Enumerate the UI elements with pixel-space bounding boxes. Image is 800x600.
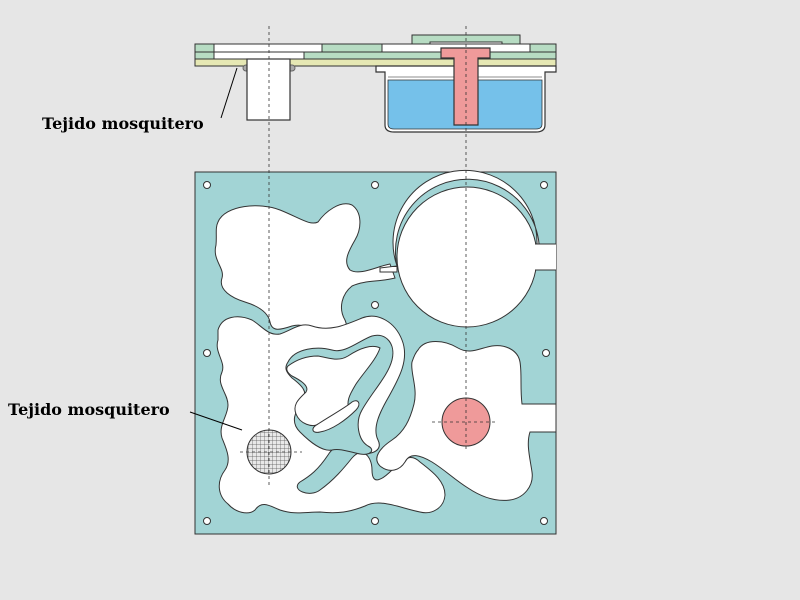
top-layer-gap-1 [213, 43, 323, 53]
screw-hole [371, 301, 379, 309]
mesh-top-label: Tejido mosquitero [42, 114, 204, 133]
mesh-bottom-pointer [189, 411, 243, 431]
middle-layer-gap [213, 51, 305, 60]
screw-hole [203, 517, 211, 525]
screw-hole [540, 181, 548, 189]
screw-hole [371, 517, 379, 525]
mesh-tube [246, 58, 291, 121]
mesh-top-pointer [220, 67, 238, 119]
island-channel-arm [312, 400, 360, 433]
top-view: Tejido mosquitero [8, 169, 557, 535]
mesh-bottom-label: Tejido mosquitero [8, 400, 170, 419]
alignment-lines [268, 26, 467, 485]
screw-hole [203, 349, 211, 357]
side-view: Tejido mosquitero [42, 34, 557, 133]
chamber-round-body [396, 186, 538, 328]
screw-hole [203, 181, 211, 189]
screw-holes [203, 181, 550, 525]
round-chamber-exit [535, 244, 556, 270]
water-plug [440, 47, 491, 126]
screw-hole [540, 517, 548, 525]
screw-hole [542, 349, 550, 357]
center-marks [240, 421, 496, 453]
screw-hole [371, 181, 379, 189]
round-chamber-exit-outline [535, 243, 556, 271]
chamber-top-left [214, 203, 396, 338]
